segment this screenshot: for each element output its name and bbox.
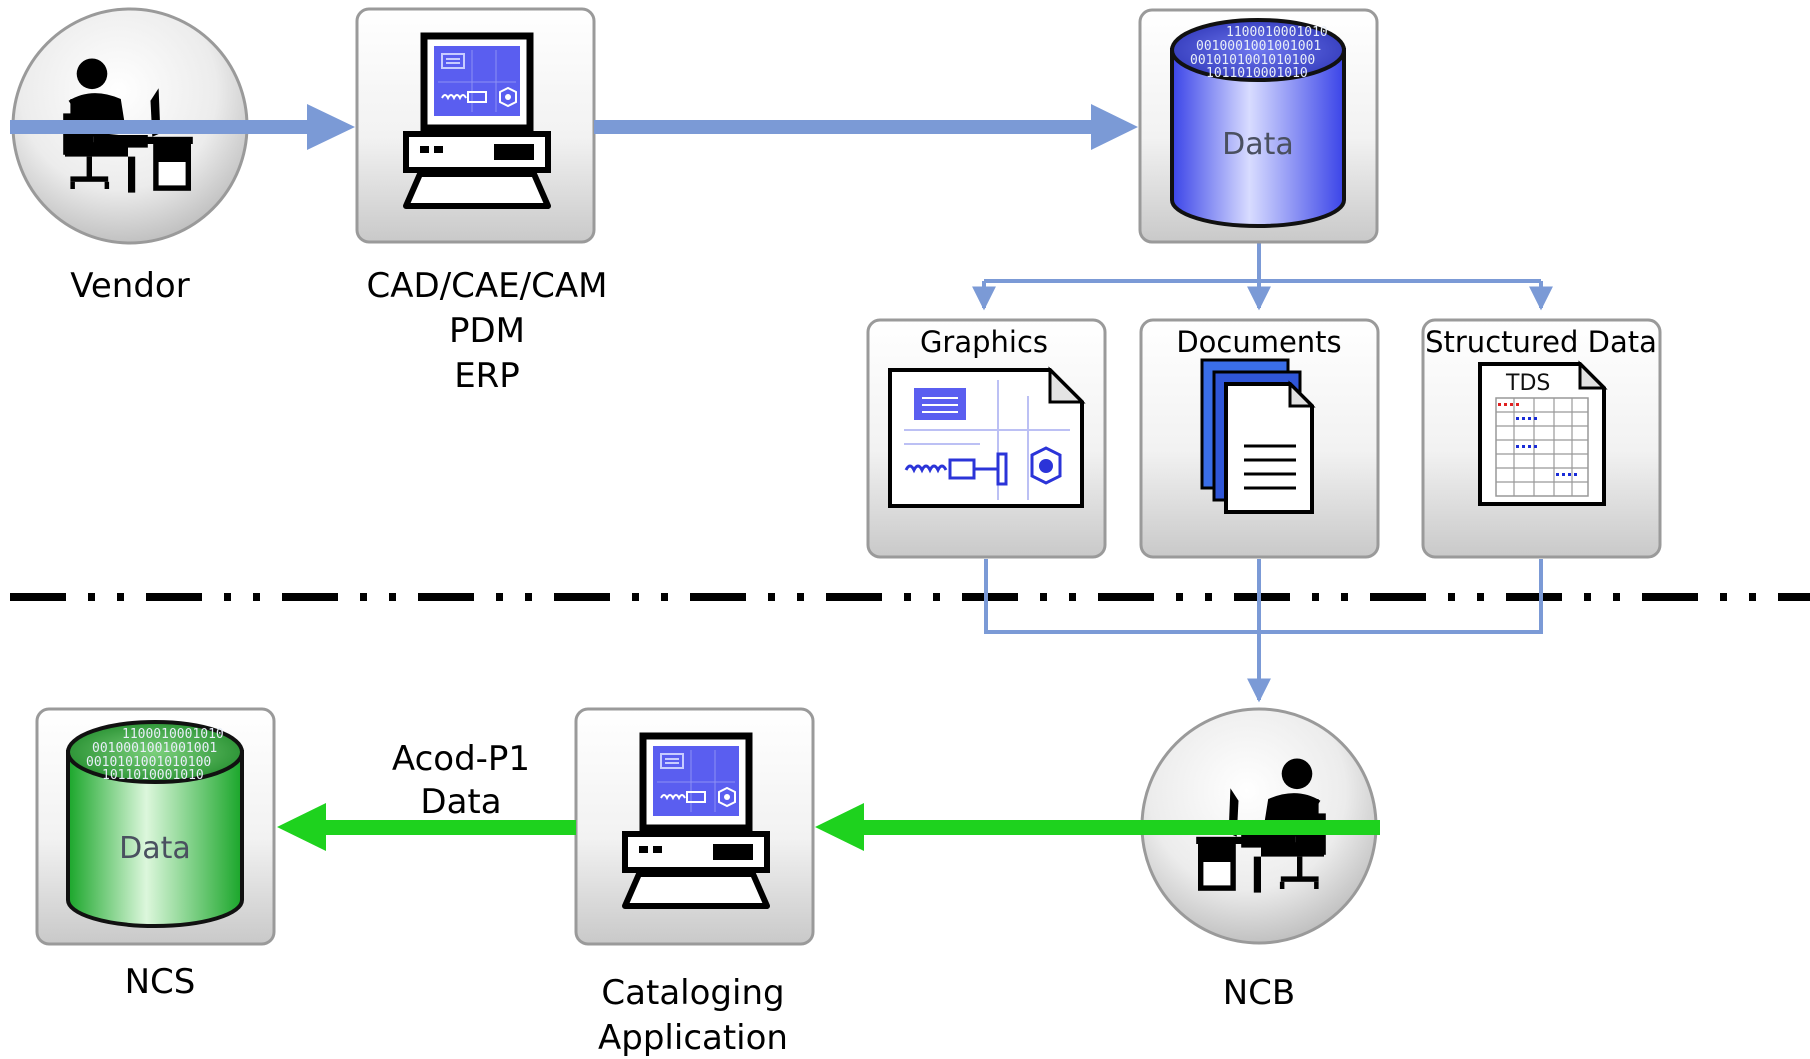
ncs-bits-3: 0010101001010100 [86,755,211,770]
acod-label-line-1: Acod-P1 [392,739,530,779]
computer-workstation-icon [406,36,548,206]
ncs-bits-1: 1100010001010 [122,727,224,742]
cad-node [355,7,596,244]
cad-label-line-3: ERP [454,356,520,396]
cad-to-data-arrow [594,104,1138,150]
vendor-label: Vendor [70,266,189,306]
ncs-node: 1100010001010 0010001001001001 001010100… [35,707,276,946]
data-top-bits-2: 0010001001001001 [1196,39,1321,54]
ncb-to-cataloging-arrow [815,803,1380,851]
tds-text: TDS [1505,371,1550,396]
vendor-to-cad-arrow [10,104,355,150]
data-top-cylinder-label: Data [1222,127,1294,162]
ncs-cylinder-label: Data [119,831,191,866]
acod-label-line-2: Data [420,782,501,822]
data-top-bits-3: 0010101001010100 [1190,53,1315,68]
database-cylinder-icon: 1100010001010 0010001001001001 001010100… [66,720,244,928]
documents-label: Documents [1176,325,1341,359]
drawing-document-icon [888,366,1086,508]
data-top-node: 1100010001010 0010001001001001 001010100… [1138,8,1379,244]
cataloging-label-line-1: Cataloging [601,973,784,1013]
documents-node [1139,318,1380,559]
graphics-node [866,318,1107,559]
connector-lines [972,243,1553,703]
ncs-label: NCS [125,962,196,1002]
computer-workstation-icon [625,736,767,906]
cataloging-node [574,707,815,946]
structured-data-label: Structured Data [1425,325,1657,359]
cataloging-label-line-2: Application [598,1018,788,1058]
data-top-bits-4: 1011010001010 [1206,66,1308,81]
ncs-bits-2: 0010001001001001 [92,741,217,756]
database-cylinder-icon: 1100010001010 0010001001001001 001010100… [1170,18,1346,228]
cad-label-line-1: CAD/CAE/CAM [367,266,608,306]
data-top-bits-1: 1100010001010 [1226,25,1328,40]
cad-label-line-2: PDM [449,311,525,351]
ncs-bits-4: 1011010001010 [102,768,204,783]
structured-node: TDS [1421,318,1662,559]
ncb-label: NCB [1223,973,1296,1013]
cataloging-to-ncs-arrow [277,803,576,851]
graphics-label: Graphics [920,325,1048,359]
document-stack-icon [1200,358,1316,514]
table-document-icon: TDS [1478,360,1608,506]
